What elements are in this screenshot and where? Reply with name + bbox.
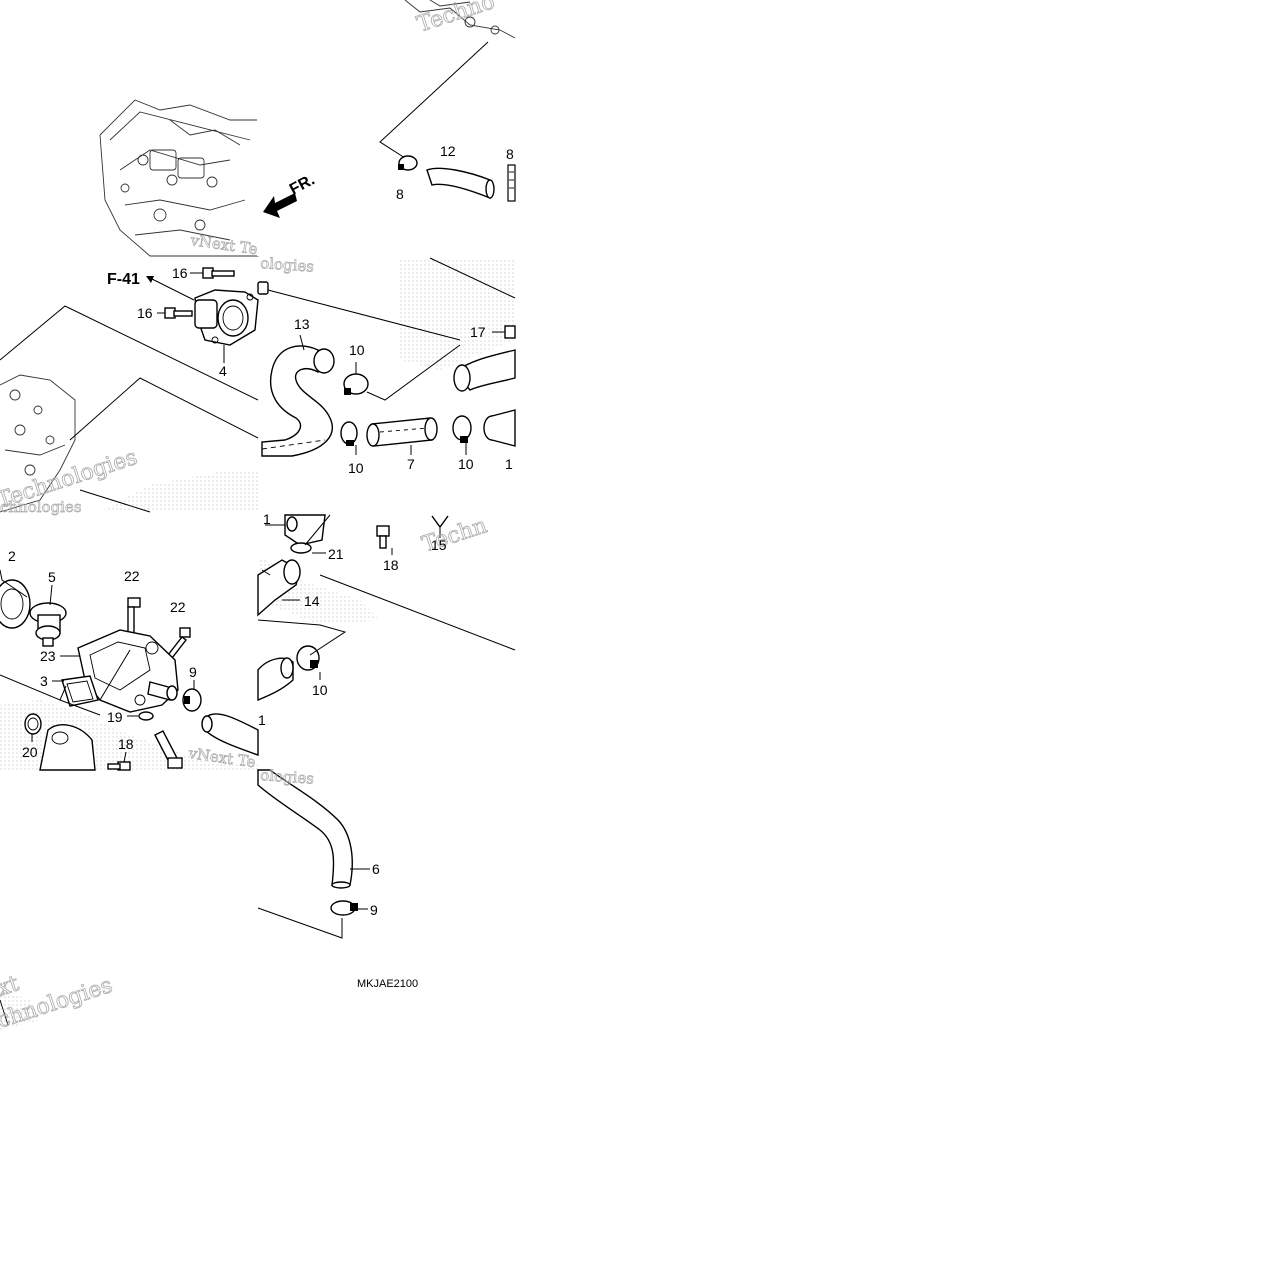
label-21: 21 — [328, 546, 344, 562]
label-16: 16 — [172, 265, 188, 281]
bolt-18-middle — [376, 525, 390, 549]
label-14: 14 — [304, 593, 320, 609]
engine-side-illustration — [0, 374, 76, 513]
label-16: 16 — [137, 305, 153, 321]
svg-text:ologies: ologies — [260, 766, 315, 788]
seal-2 — [0, 579, 31, 629]
clamp-9-bottom — [330, 900, 358, 916]
bolt-22-right — [167, 627, 191, 659]
label-1: 1 — [258, 712, 266, 728]
thermostat-5 — [29, 602, 67, 647]
label-18: 18 — [383, 557, 399, 573]
svg-text:Techn: Techn — [419, 513, 490, 557]
label-22: 22 — [170, 599, 186, 615]
drawing-code: MKJAE2100 — [357, 978, 418, 990]
label-23: 23 — [40, 648, 56, 664]
label-15: 15 — [431, 537, 447, 553]
o-ring-20 — [24, 713, 42, 735]
label-22: 22 — [124, 568, 140, 584]
o-ring-21 — [290, 542, 312, 554]
hose-1-left — [201, 713, 259, 756]
small-connector — [257, 281, 269, 295]
bolt-16-lower — [164, 307, 193, 319]
svg-text:vNext Te: vNext Te — [188, 231, 258, 258]
svg-text:ologies: ologies — [260, 254, 315, 276]
label-12: 12 — [440, 143, 456, 159]
thermostat-outlet-4 — [194, 289, 259, 346]
label-19: 19 — [107, 709, 123, 725]
tile-borders — [257, 0, 259, 256]
pipe-7 — [366, 417, 438, 447]
clamp-8-right — [507, 164, 516, 202]
callout-labels: 12 8 8 16 16 4 13 10 10 7 10 1 17 2 5 22… — [8, 143, 514, 918]
label-4: 4 — [219, 363, 227, 379]
hose-1-end — [483, 409, 516, 447]
engine-top-illustration — [379, 0, 516, 159]
hose-6 — [257, 769, 353, 889]
clamp-10-b — [340, 421, 358, 446]
label-10: 10 — [349, 342, 365, 358]
pump-housing — [77, 629, 179, 713]
label-5: 5 — [48, 569, 56, 585]
label-6: 6 — [372, 861, 380, 877]
label-17: 17 — [470, 324, 486, 340]
label-18: 18 — [118, 736, 134, 752]
front-arrow-icon — [263, 193, 297, 218]
watermarks: Techno vNext Te ologies Techn ologies chn… — [0, 0, 498, 1034]
label-10: 10 — [458, 456, 474, 472]
label-1: 1 — [505, 456, 513, 472]
clamp-8-left — [398, 155, 418, 171]
hose-1-lower — [257, 657, 294, 702]
gasket-3 — [61, 675, 99, 707]
label-1: 1 — [263, 511, 271, 527]
o-ring-19 — [138, 711, 154, 721]
clamp-10-a — [343, 373, 369, 395]
clamp-9-left — [182, 688, 202, 712]
label-9: 9 — [189, 664, 197, 680]
pipe-14 — [257, 559, 301, 617]
label-9: 9 — [370, 902, 378, 918]
label-13: 13 — [294, 316, 310, 332]
front-marker: FR. — [287, 171, 318, 198]
bolt-22-left — [127, 597, 141, 640]
label-3: 3 — [40, 673, 48, 689]
clamp-10-lower — [296, 645, 320, 671]
bolt-16-upper — [202, 267, 235, 279]
hose-12 — [426, 167, 495, 200]
label-8: 8 — [396, 186, 404, 202]
label-7: 7 — [407, 456, 415, 472]
hose-1-upper — [284, 514, 326, 546]
svg-text:Techno: Techno — [414, 0, 498, 38]
svg-text:chnologies: chnologies — [0, 498, 82, 516]
label-2: 2 — [8, 548, 16, 564]
label-8: 8 — [506, 146, 514, 162]
label-10: 10 — [348, 460, 364, 476]
figure-reference: F-41 — [107, 271, 140, 288]
clamp-10-c — [452, 415, 472, 443]
bolt-17 — [492, 325, 516, 339]
engine-block-illustration — [99, 99, 259, 257]
sensor-switch — [154, 730, 183, 769]
pump-pipe — [39, 724, 96, 771]
stipple-areas — [0, 258, 515, 1030]
label-20: 20 — [22, 744, 38, 760]
hose-13 — [261, 345, 335, 457]
hose-upper-right — [453, 349, 516, 392]
label-10: 10 — [312, 682, 328, 698]
